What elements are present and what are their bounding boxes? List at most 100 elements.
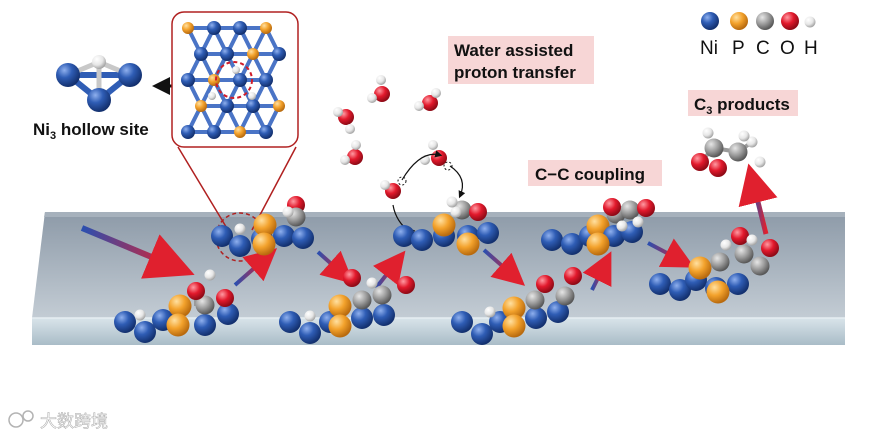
reaction-step-arrows bbox=[80, 163, 778, 291]
c-atom bbox=[704, 138, 724, 158]
watermark-text: 大数跨境 bbox=[40, 412, 108, 432]
ni-atom bbox=[181, 125, 195, 139]
water-label-box: Water assisted proton transfer bbox=[448, 36, 594, 84]
p-atom bbox=[328, 294, 352, 318]
o-atom bbox=[216, 289, 234, 307]
o-atom bbox=[603, 198, 621, 216]
legend-p-atom bbox=[730, 12, 748, 30]
p-atom bbox=[456, 232, 480, 256]
p-atom bbox=[166, 313, 190, 337]
ni-atom bbox=[233, 73, 247, 87]
legend-c-label: C bbox=[756, 38, 770, 59]
ni-atom bbox=[220, 99, 234, 113]
inset-highlight-circle bbox=[215, 61, 253, 99]
p-atom bbox=[328, 314, 352, 338]
c-atom bbox=[734, 244, 754, 264]
p-atom bbox=[195, 100, 207, 112]
o-atom bbox=[469, 203, 487, 221]
h-atom bbox=[134, 309, 146, 321]
c3-intermediate bbox=[649, 227, 779, 304]
h-atom bbox=[304, 310, 316, 322]
ni-atom bbox=[194, 47, 208, 61]
p-atom bbox=[502, 314, 526, 338]
ni-atom bbox=[451, 311, 473, 333]
ni-atom bbox=[229, 235, 251, 257]
surface-intermediates bbox=[114, 127, 779, 345]
c3-products-label-box: C3 products bbox=[688, 90, 798, 117]
o-atom bbox=[564, 267, 582, 285]
c-atom bbox=[620, 200, 640, 220]
water-molecule bbox=[340, 140, 363, 165]
o-atom bbox=[397, 276, 415, 294]
hollow-site-label: Ni3 hollow site bbox=[33, 120, 149, 142]
ni-atom bbox=[181, 73, 195, 87]
water-molecule bbox=[333, 107, 355, 134]
h-atom bbox=[232, 66, 240, 74]
water-label-line2: proton transfer bbox=[454, 63, 576, 82]
ni-atom bbox=[217, 303, 239, 325]
ni-atom bbox=[233, 21, 247, 35]
ni-atom bbox=[541, 229, 563, 251]
p-atom bbox=[168, 294, 192, 318]
water-molecule bbox=[414, 88, 441, 111]
h-atom bbox=[720, 239, 732, 251]
h-atom bbox=[484, 306, 496, 318]
ni-atom bbox=[207, 21, 221, 35]
p-atom bbox=[253, 213, 277, 237]
ni-atom bbox=[669, 279, 691, 301]
legend-ni-label: Ni bbox=[700, 38, 718, 59]
legend-h-label: H bbox=[804, 38, 818, 59]
c3-product-molecule bbox=[691, 127, 766, 177]
ni-atom bbox=[114, 311, 136, 333]
ni-p-lattice bbox=[181, 21, 286, 139]
ni-atom bbox=[259, 125, 273, 139]
o-atom bbox=[536, 275, 554, 293]
c-atom bbox=[710, 252, 730, 272]
ni-atom bbox=[292, 227, 314, 249]
h-atom bbox=[738, 130, 750, 142]
legend-c-atom bbox=[756, 12, 774, 30]
h-atom bbox=[446, 196, 458, 208]
h-atom bbox=[282, 206, 294, 218]
zoom-line-left bbox=[177, 146, 229, 231]
h-atom bbox=[208, 92, 216, 100]
p-atom bbox=[586, 214, 610, 238]
cc-coupling-intermediate bbox=[451, 267, 582, 345]
c-atom bbox=[352, 290, 372, 310]
water-label-line1: Water assisted bbox=[454, 41, 573, 60]
p-atom bbox=[208, 74, 220, 86]
ni-atom bbox=[272, 47, 286, 61]
legend-p-label: P bbox=[732, 38, 745, 59]
cho-intermediate bbox=[279, 269, 415, 344]
legend-h-atom bbox=[804, 16, 816, 28]
ni-atom bbox=[411, 229, 433, 251]
cc-coupling-label: C−C coupling bbox=[535, 165, 645, 184]
ni-atom bbox=[207, 125, 221, 139]
ni-atom bbox=[259, 73, 273, 87]
ni-atom bbox=[194, 314, 216, 336]
water-adsorbate bbox=[393, 196, 499, 256]
c-atom bbox=[525, 290, 545, 310]
ni-atom bbox=[246, 99, 260, 113]
o-atom bbox=[187, 282, 205, 300]
h-atom bbox=[632, 216, 644, 228]
o-atom bbox=[761, 239, 779, 257]
ni-atom bbox=[279, 311, 301, 333]
ni-atom bbox=[525, 307, 547, 329]
ni-atom bbox=[273, 225, 295, 247]
p-atom bbox=[432, 213, 456, 237]
ni-atom bbox=[561, 233, 583, 255]
lattice-inset bbox=[171, 11, 299, 262]
p-atom bbox=[247, 48, 259, 60]
ni-atom bbox=[220, 47, 234, 61]
c-atom bbox=[750, 256, 770, 276]
legend-o-label: O bbox=[780, 38, 795, 59]
ni-atom bbox=[477, 222, 499, 244]
ni-atom bbox=[211, 225, 233, 247]
initial-site bbox=[211, 196, 314, 257]
h-atom bbox=[746, 234, 758, 246]
o-atom bbox=[731, 227, 749, 245]
ni-atom bbox=[373, 304, 395, 326]
p-atom bbox=[502, 296, 526, 320]
